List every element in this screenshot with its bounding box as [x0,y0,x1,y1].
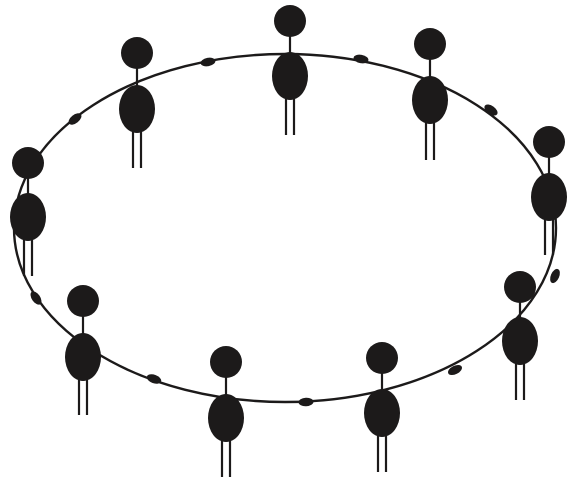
figure-layer [10,5,567,477]
stick-person-icon [412,28,448,160]
person-head [210,346,242,378]
person-head [12,147,44,179]
person-body [208,394,244,442]
bead-icon [446,363,463,377]
stick-person-icon [531,126,567,255]
person-body [412,76,448,124]
stick-person-icon [208,346,244,477]
person-body [364,389,400,437]
bead-icon [200,56,216,67]
person-body [10,193,46,241]
bead-icon [298,397,313,406]
stick-person-icon [65,285,101,415]
stick-person-icon [502,271,538,400]
person-body [531,173,567,221]
person-head [533,126,565,158]
person-head [121,37,153,69]
bead-icon [548,267,562,284]
person-head [504,271,536,303]
person-head [366,342,398,374]
person-head [414,28,446,60]
stick-person-icon [272,5,308,135]
stick-person-icon [119,37,155,168]
person-head [274,5,306,37]
stick-person-icon [364,342,400,472]
person-body [65,333,101,381]
person-head [67,285,99,317]
person-body [119,85,155,133]
stick-person-icon [10,147,46,276]
person-body [272,52,308,100]
person-body [502,317,538,365]
